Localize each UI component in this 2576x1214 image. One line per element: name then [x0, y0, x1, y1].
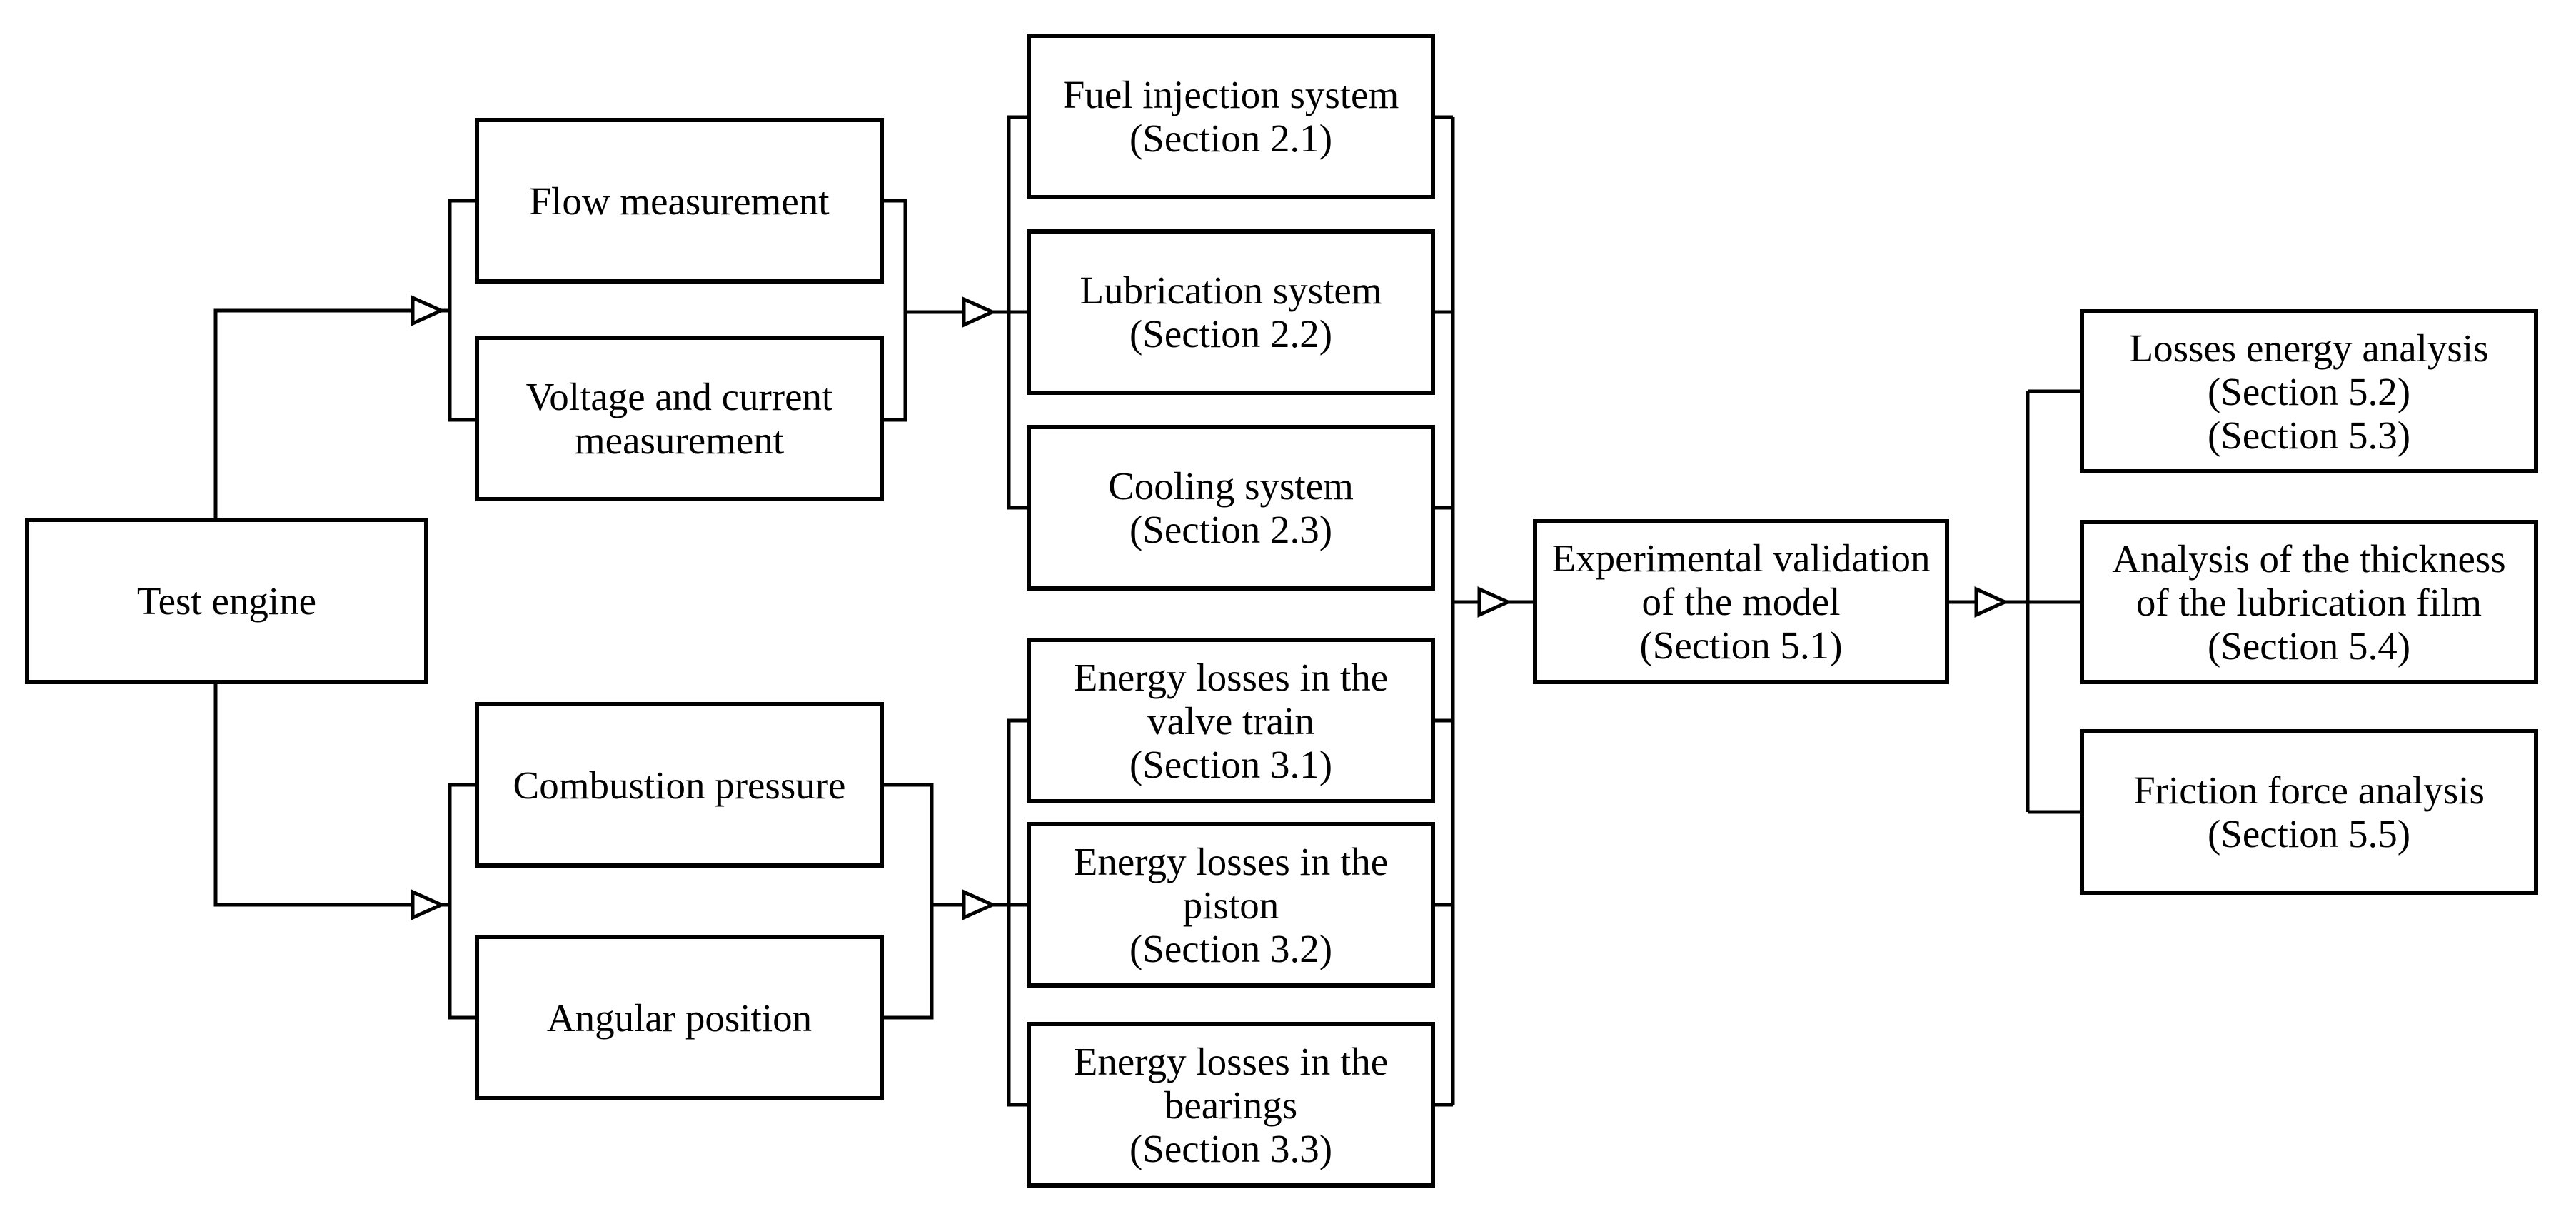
node-test-engine: Test engine: [25, 518, 428, 684]
node-losses-piston: Energy losses in the piston (Section 3.2…: [1027, 822, 1435, 988]
connector-test-to-measurement: [213, 308, 450, 518]
arrowhead-experimental-to-results: [1974, 586, 2010, 618]
bracket-measurement-right: [884, 199, 907, 422]
node-cooling-system: Cooling system (Section 2.3): [1027, 425, 1435, 591]
bracket-losses-left: [1007, 718, 1027, 1107]
bracket-signals-left: [448, 783, 475, 1020]
arrowhead-measurement-to-systems: [962, 296, 997, 328]
arrowhead-to-experimental: [1477, 586, 1513, 618]
arrowhead-test-to-signals: [411, 889, 446, 920]
node-voltage-current: Voltage and current measurement: [475, 336, 884, 501]
node-friction-force-analysis: Friction force analysis (Section 5.5): [2080, 729, 2538, 895]
node-experimental-validation: Experimental validation of the model (Se…: [1533, 519, 1949, 684]
node-losses-energy-analysis: Losses energy analysis (Section 5.2) (Se…: [2080, 309, 2538, 473]
connector-test-to-signals: [213, 684, 450, 907]
arrowhead-test-to-measurement: [411, 295, 446, 326]
node-lubrication-system: Lubrication system (Section 2.2): [1027, 229, 1435, 395]
node-angular-position: Angular position: [475, 935, 884, 1100]
bracket-measurement-left: [448, 199, 475, 422]
node-lubrication-film-analysis: Analysis of the thickness of the lubrica…: [2080, 520, 2538, 684]
node-flow-measurement: Flow measurement: [475, 118, 884, 284]
node-combustion-pressure: Combustion pressure: [475, 702, 884, 868]
arrowhead-signals-to-losses: [962, 889, 997, 920]
node-fuel-injection-system: Fuel injection system (Section 2.1): [1027, 34, 1435, 199]
node-losses-valve-train: Energy losses in the valve train (Sectio…: [1027, 638, 1435, 803]
node-losses-bearings: Energy losses in the bearings (Section 3…: [1027, 1022, 1435, 1188]
bracket-systems-left: [1007, 115, 1027, 510]
bracket-signals-right: [884, 783, 934, 1020]
